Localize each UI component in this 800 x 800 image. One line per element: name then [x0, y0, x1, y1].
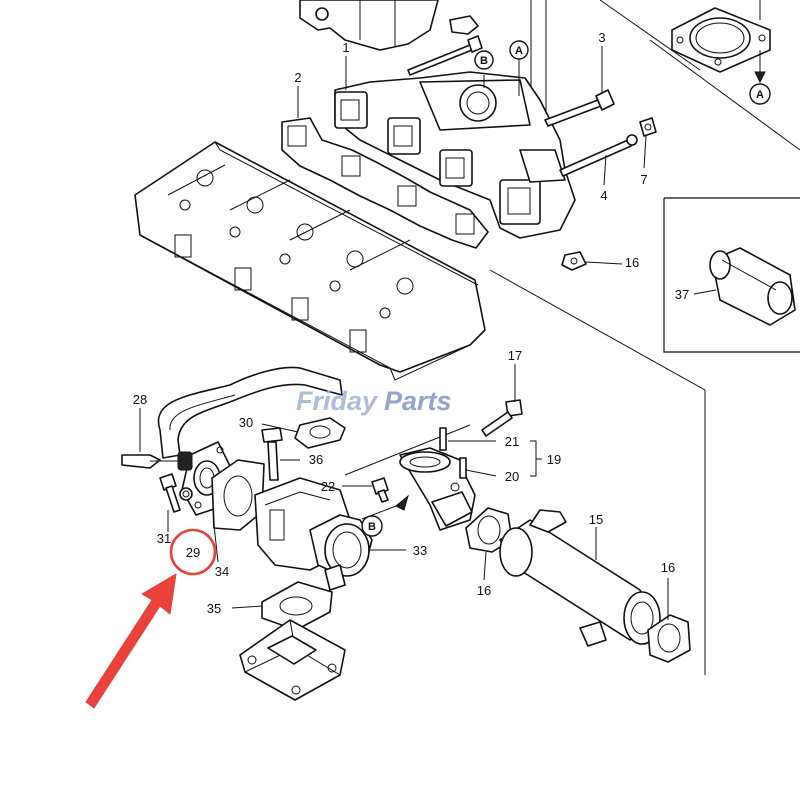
label-part-1: 1 — [342, 40, 349, 55]
exhaust-manifold — [334, 71, 576, 239]
label-part-19: 19 — [547, 452, 561, 467]
label-part-29: 29 — [186, 545, 200, 560]
label-part-17: 17 — [508, 348, 522, 363]
ref-callout-b-mid: B — [361, 494, 409, 537]
cylinder-head — [134, 141, 486, 381]
label-part-37: 37 — [675, 287, 689, 302]
ref-callout-b-top: B — [474, 50, 494, 70]
gasket-16-right — [647, 614, 691, 663]
label-part-30: 30 — [239, 415, 253, 430]
sensor-28 — [121, 451, 193, 471]
ref-callout-a-right: A — [749, 83, 771, 105]
svg-text:Friday: Friday — [296, 386, 379, 416]
lower-adapter-block — [239, 619, 346, 701]
top-housing-fragment — [299, 0, 479, 51]
bolt-36 — [261, 427, 283, 481]
flange-gasket-top-right — [671, 0, 771, 84]
elbow-fitting — [399, 447, 476, 531]
gasket-30 — [294, 417, 346, 449]
label-part-33: 33 — [413, 543, 427, 558]
label-part-4: 4 — [600, 188, 607, 203]
label-part-36: 36 — [309, 452, 323, 467]
label-part-35: 35 — [207, 601, 221, 616]
egr-pipe — [157, 366, 343, 459]
highlight-annotation — [85, 528, 217, 709]
highlight-circle — [169, 528, 217, 576]
label-part-15: 15 — [589, 512, 603, 527]
reference-lines — [344, 269, 706, 675]
gasket-35 — [261, 581, 333, 631]
label-part-28: 28 — [133, 392, 147, 407]
washer-29 — [179, 487, 193, 501]
egr-cooler — [499, 509, 661, 647]
bolt-17 — [481, 399, 523, 437]
svg-text:B: B — [368, 521, 376, 533]
highlight-arrow — [85, 573, 177, 709]
watermark-logo: Friday Parts — [296, 386, 452, 416]
label-part-2: 2 — [294, 70, 301, 85]
manifold-gasket — [281, 117, 489, 249]
label-part-31: 31 — [157, 531, 171, 546]
label-part-3: 3 — [598, 30, 605, 45]
svg-text:Parts: Parts — [384, 386, 452, 416]
label-part-16b: 16 — [477, 583, 491, 598]
manifold-bolts — [407, 35, 657, 177]
bolt-31 — [159, 473, 181, 513]
label-part-21: 21 — [505, 434, 519, 449]
label-part-16a: 16 — [625, 255, 639, 270]
ref-callout-a-top: A — [509, 40, 529, 60]
svg-text:B: B — [480, 55, 488, 67]
label-part-22: 22 — [321, 479, 335, 494]
label-part-34: 34 — [215, 564, 229, 579]
part-number-labels: 1 2 3 4 7 16 37 17 28 30 21 19 36 20 22 … — [133, 30, 689, 616]
detail-inset-box — [663, 197, 800, 353]
svg-text:A: A — [515, 45, 523, 57]
nut-16-top — [561, 251, 587, 271]
studs-20-21 — [439, 427, 467, 479]
label-part-16c: 16 — [661, 560, 675, 575]
svg-text:A: A — [756, 89, 764, 101]
bolt-22 — [371, 477, 389, 503]
egr-valve — [254, 477, 373, 591]
label-part-20: 20 — [505, 469, 519, 484]
label-part-7: 7 — [640, 172, 647, 187]
